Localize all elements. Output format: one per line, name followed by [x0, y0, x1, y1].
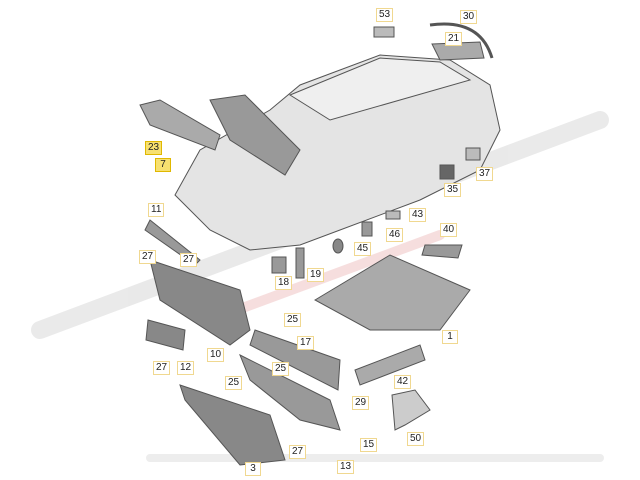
- callout-25[interactable]: 25: [272, 362, 290, 376]
- roof-trim-21: [431, 41, 485, 61]
- pad-12: [145, 319, 186, 351]
- callout-27[interactable]: 27: [289, 445, 307, 459]
- part-53: [373, 26, 395, 38]
- bonnet-insulation: [139, 99, 221, 151]
- part-46: [361, 221, 373, 237]
- part-37: [465, 147, 481, 161]
- callout-27[interactable]: 27: [180, 253, 198, 267]
- watermark-avtodeli-band: [205, 230, 445, 325]
- callout-40[interactable]: 40: [440, 223, 458, 237]
- duct-13: [239, 353, 341, 431]
- callout-42[interactable]: 42: [394, 375, 412, 389]
- part-18: [271, 256, 287, 274]
- car-body-shell: [174, 54, 501, 251]
- callout-15[interactable]: 15: [360, 438, 378, 452]
- floor-pan-1: [313, 254, 471, 331]
- part-45: [332, 238, 344, 254]
- roof-strip-30: [429, 22, 494, 59]
- callout-37[interactable]: 37: [476, 167, 494, 181]
- callout-17[interactable]: 17: [297, 336, 315, 350]
- callout-45[interactable]: 45: [354, 242, 372, 256]
- callout-7[interactable]: 7: [155, 158, 171, 172]
- callout-27[interactable]: 27: [153, 361, 171, 375]
- part-19: [295, 247, 305, 279]
- callout-27[interactable]: 27: [139, 250, 157, 264]
- callout-1[interactable]: 1: [442, 330, 458, 344]
- callout-46[interactable]: 46: [386, 228, 404, 242]
- bonnet: [209, 94, 301, 176]
- callout-13[interactable]: 13: [337, 460, 355, 474]
- callout-30[interactable]: 30: [460, 10, 478, 24]
- callout-3[interactable]: 3: [245, 462, 261, 476]
- callout-23[interactable]: 23: [145, 141, 163, 155]
- callout-11[interactable]: 11: [148, 203, 165, 217]
- dash-insulation-3: [179, 384, 286, 466]
- callout-25[interactable]: 25: [225, 376, 243, 390]
- callout-12[interactable]: 12: [177, 361, 195, 375]
- callout-25[interactable]: 25: [284, 313, 302, 327]
- callout-29[interactable]: 29: [352, 396, 370, 410]
- crossmember-17: [249, 329, 341, 391]
- bulkhead-insulation-10: [149, 259, 251, 346]
- callout-10[interactable]: 10: [207, 348, 225, 362]
- callout-50[interactable]: 50: [407, 432, 425, 446]
- callout-21[interactable]: 21: [445, 32, 463, 46]
- insulator-50: [391, 389, 431, 431]
- callout-35[interactable]: 35: [444, 183, 462, 197]
- roof: [288, 57, 472, 121]
- tunnel-42: [354, 344, 426, 386]
- callout-43[interactable]: 43: [409, 208, 427, 222]
- part-35: [439, 164, 455, 180]
- callout-18[interactable]: 18: [275, 276, 293, 290]
- callout-53[interactable]: 53: [376, 8, 394, 22]
- part-43: [385, 210, 401, 220]
- callout-19[interactable]: 19: [307, 268, 325, 282]
- mat-40: [421, 244, 463, 259]
